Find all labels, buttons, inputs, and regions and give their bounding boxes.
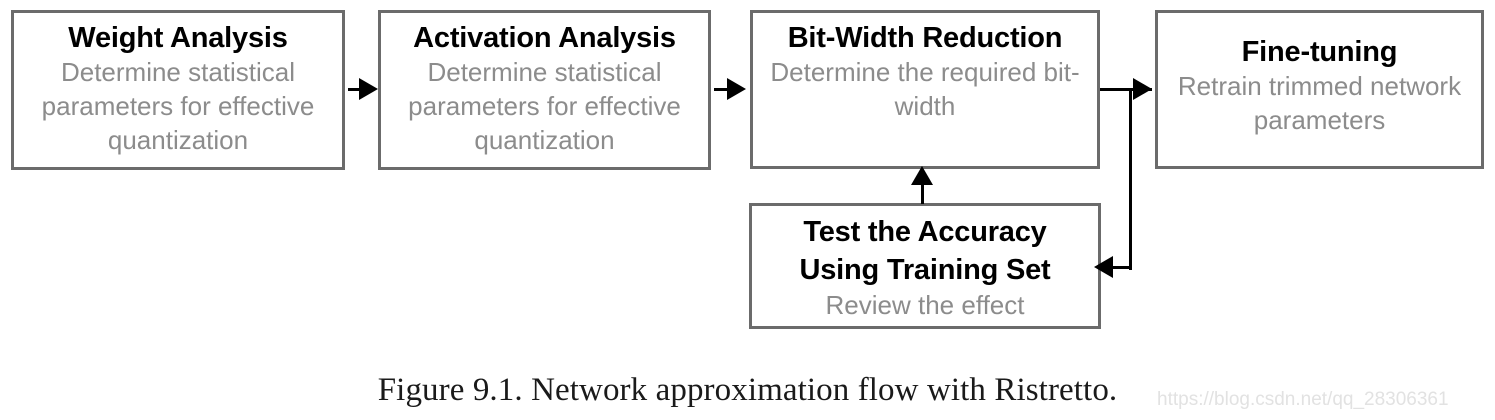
- figure-caption: Figure 9.1. Network approximation flow w…: [377, 372, 1118, 408]
- arrow-right-icon: [359, 78, 378, 100]
- edge-bitwidth-branch-vertical: [1129, 88, 1132, 270]
- node-subtitle: Determine statistical parameters for eff…: [41, 57, 315, 155]
- flow-node-bitwidth-reduction[interactable]: Bit-Width Reduction Determine the requir…: [750, 10, 1100, 169]
- flow-node-fine-tuning[interactable]: Fine-tuning Retrain trimmed network para…: [1155, 10, 1484, 169]
- arrow-right-icon: [727, 78, 746, 100]
- node-title-line-1: Test the Accuracy: [803, 216, 1047, 248]
- watermark-text: https://blog.csdn.net/qq_28306361: [1157, 389, 1449, 410]
- edge-bitwidth-to-finetuning-line: [1100, 88, 1152, 91]
- node-title-line-2: Using Training Set: [799, 253, 1051, 286]
- node-title: Fine-tuning: [1241, 36, 1398, 69]
- arrow-right-icon: [1133, 78, 1152, 100]
- flow-node-activation-analysis[interactable]: Activation Analysis Determine statistica…: [378, 10, 711, 170]
- node-subtitle: Determine the required bit-width: [770, 57, 1080, 122]
- edge-test-to-bitwidth-line: [921, 180, 924, 204]
- node-title: Bit-Width Reduction: [787, 22, 1063, 54]
- node-title: Activation Analysis: [413, 22, 676, 54]
- flow-node-weight-analysis[interactable]: Weight Analysis Determine statistical pa…: [11, 10, 345, 170]
- node-subtitle: Retrain trimmed network parameters: [1177, 71, 1462, 136]
- edge-branch-to-test-line: [1104, 266, 1132, 269]
- flow-node-test-accuracy[interactable]: Test the Accuracy Using Training Set Rev…: [749, 203, 1101, 329]
- node-subtitle: Review the effect: [825, 290, 1025, 321]
- node-subtitle: Determine statistical parameters for eff…: [408, 57, 681, 155]
- node-title: Weight Analysis: [68, 22, 288, 54]
- arrow-up-icon: [911, 166, 933, 185]
- arrow-left-icon: [1094, 256, 1113, 278]
